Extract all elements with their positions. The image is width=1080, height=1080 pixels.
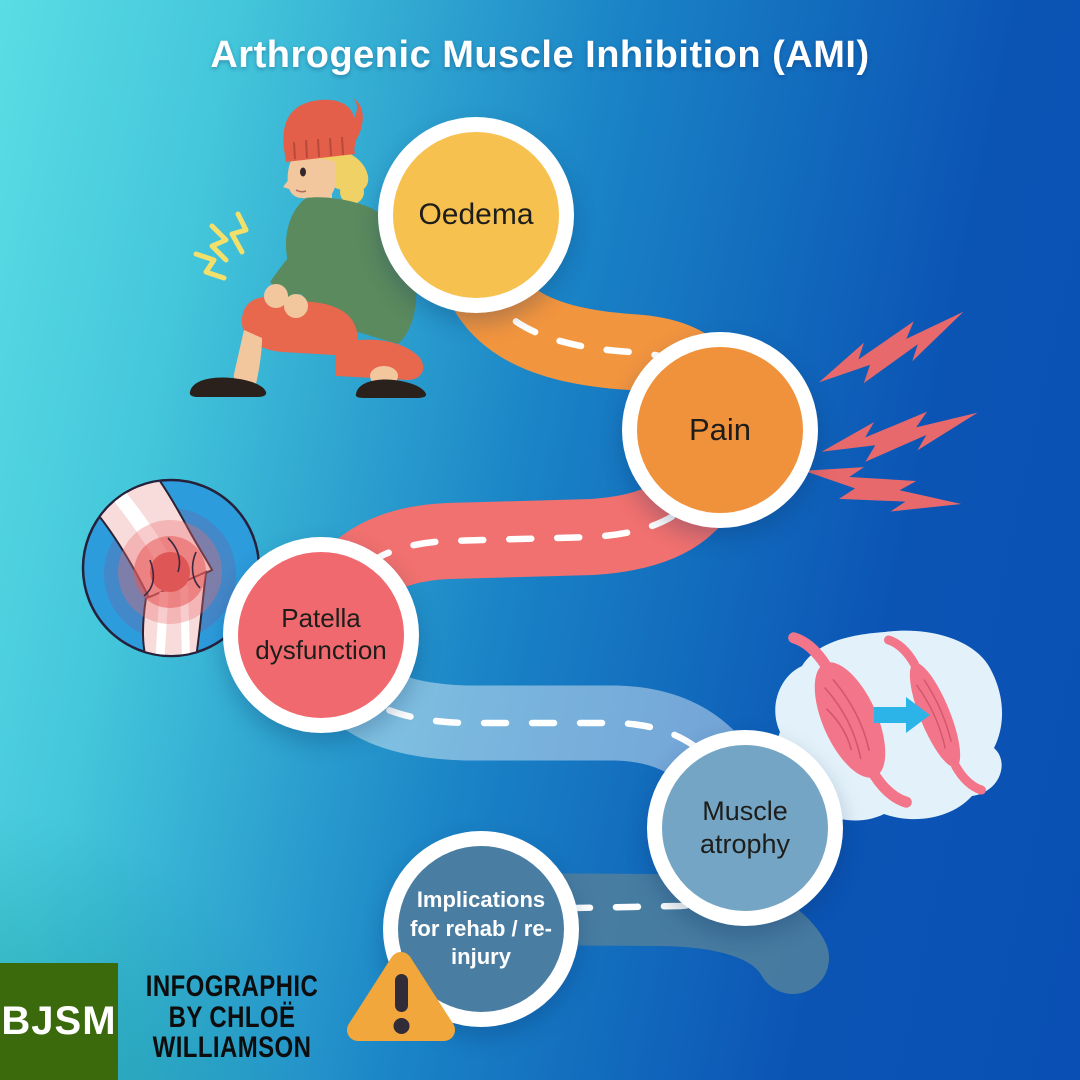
node-oedema: Oedema [378,117,574,313]
credit-text: INFOGRAPHIC BY CHLOË WILLIAMSON [122,970,342,1065]
pain-sparks-icon [193,211,249,281]
credit-line: WILLIAMSON [152,1031,312,1065]
muscle-atrophy-icon [775,630,1003,821]
lightning-bolt-icon [803,467,962,512]
credit-line: INFOGRAPHIC [145,970,319,1003]
node-label: Pain [688,412,752,448]
large-muscle-icon [788,632,912,808]
arrow-right-icon [874,697,930,733]
node-label: Oedema [418,197,534,231]
node-label: Implications for rehab / re-injury [410,887,552,970]
page-title: Arthrogenic Muscle Inhibition (AMI) [210,34,870,76]
node-label: Muscle atrophy [699,796,791,859]
bjsm-logo: BJSM [0,963,118,1080]
bjsm-logo-text: BJSM [1,999,117,1043]
injured-person-illustration [189,98,427,398]
warning-icon [347,952,455,1041]
credit-line: BY CHLOË [168,1000,296,1034]
node-pain: Pain [622,332,818,528]
lightning-bolt-icon [821,411,978,462]
lightning-bolts-icon [803,311,978,512]
node-muscle-atrophy: Muscle atrophy [647,730,843,926]
lightning-bolt-icon [818,311,964,384]
node-label: Patella dysfunction [255,603,387,665]
knee-xray-icon [81,478,261,658]
small-muscle-icon [884,635,986,795]
node-patella-dysfunction: Patella dysfunction [223,537,419,733]
